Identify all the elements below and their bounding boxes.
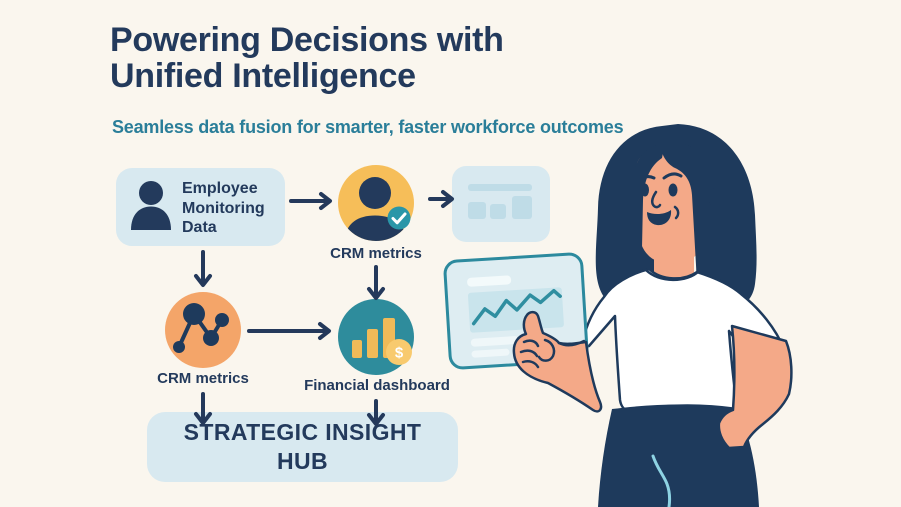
report-wireframe-icon	[468, 184, 532, 191]
check-icon	[391, 212, 407, 225]
nose	[651, 190, 662, 209]
financial-node: $	[338, 299, 414, 375]
strategic-hub-box: STRATEGIC INSIGHT HUB	[147, 412, 458, 482]
coin-symbol: $	[395, 345, 404, 362]
dollar-coin-icon: $	[386, 339, 412, 365]
pants-seam-accent	[651, 454, 672, 507]
employee-data-label: Employee Monitoring Data	[182, 180, 265, 237]
arrow-avatar-down	[367, 265, 385, 300]
avatar-person-icon	[344, 177, 407, 241]
collar	[644, 268, 701, 282]
tablet-text-bar-1	[470, 335, 520, 347]
hair-back	[595, 124, 757, 309]
line-chart-icon	[471, 288, 562, 326]
face-features	[636, 172, 716, 226]
eyebrow-left	[636, 175, 656, 183]
arrow-employee-down	[194, 250, 212, 287]
crm-network-node	[165, 292, 241, 368]
crm-metrics-label-top: CRM metrics	[330, 245, 422, 262]
smile-line	[673, 205, 680, 220]
page-title-line1: Powering Decisions with	[110, 21, 504, 59]
page-subtitle: Seamless data fusion for smarter, faster…	[112, 117, 624, 137]
eye-right	[668, 183, 678, 197]
tablet-title-bar	[466, 275, 512, 287]
neck	[654, 248, 694, 285]
ear	[701, 186, 716, 206]
hair-front	[629, 141, 712, 306]
financial-dashboard-label: Financial dashboard	[304, 377, 450, 394]
dashboard-tablet	[442, 251, 590, 371]
page-title-line2: Unified Intelligence	[110, 57, 416, 96]
tablet-text-bar-2	[471, 348, 510, 358]
pants	[598, 404, 759, 507]
crm-metrics-label-left: CRM metrics	[157, 370, 249, 387]
network-icon	[173, 303, 229, 353]
page-title: Powering Decisions with Unified Intellig…	[110, 22, 670, 95]
bar-chart-icon	[352, 318, 395, 358]
eye-left	[641, 183, 649, 197]
crm-avatar-node	[338, 165, 414, 241]
mouth	[647, 210, 672, 226]
arrow-avatar-to-report	[428, 190, 454, 208]
report-preview-card	[452, 166, 550, 242]
arrow-employee-to-avatar	[289, 192, 332, 210]
shirt	[581, 267, 791, 413]
strategic-hub-label: STRATEGIC INSIGHT HUB	[183, 418, 422, 474]
eyebrow-right	[662, 172, 683, 180]
arrow-network-to-financial	[247, 322, 331, 340]
arm-in-pocket	[717, 324, 793, 450]
tablet-chart-area	[467, 287, 565, 333]
face	[636, 148, 708, 264]
check-badge	[387, 206, 411, 230]
employee-data-box: Employee Monitoring Data	[116, 168, 285, 246]
